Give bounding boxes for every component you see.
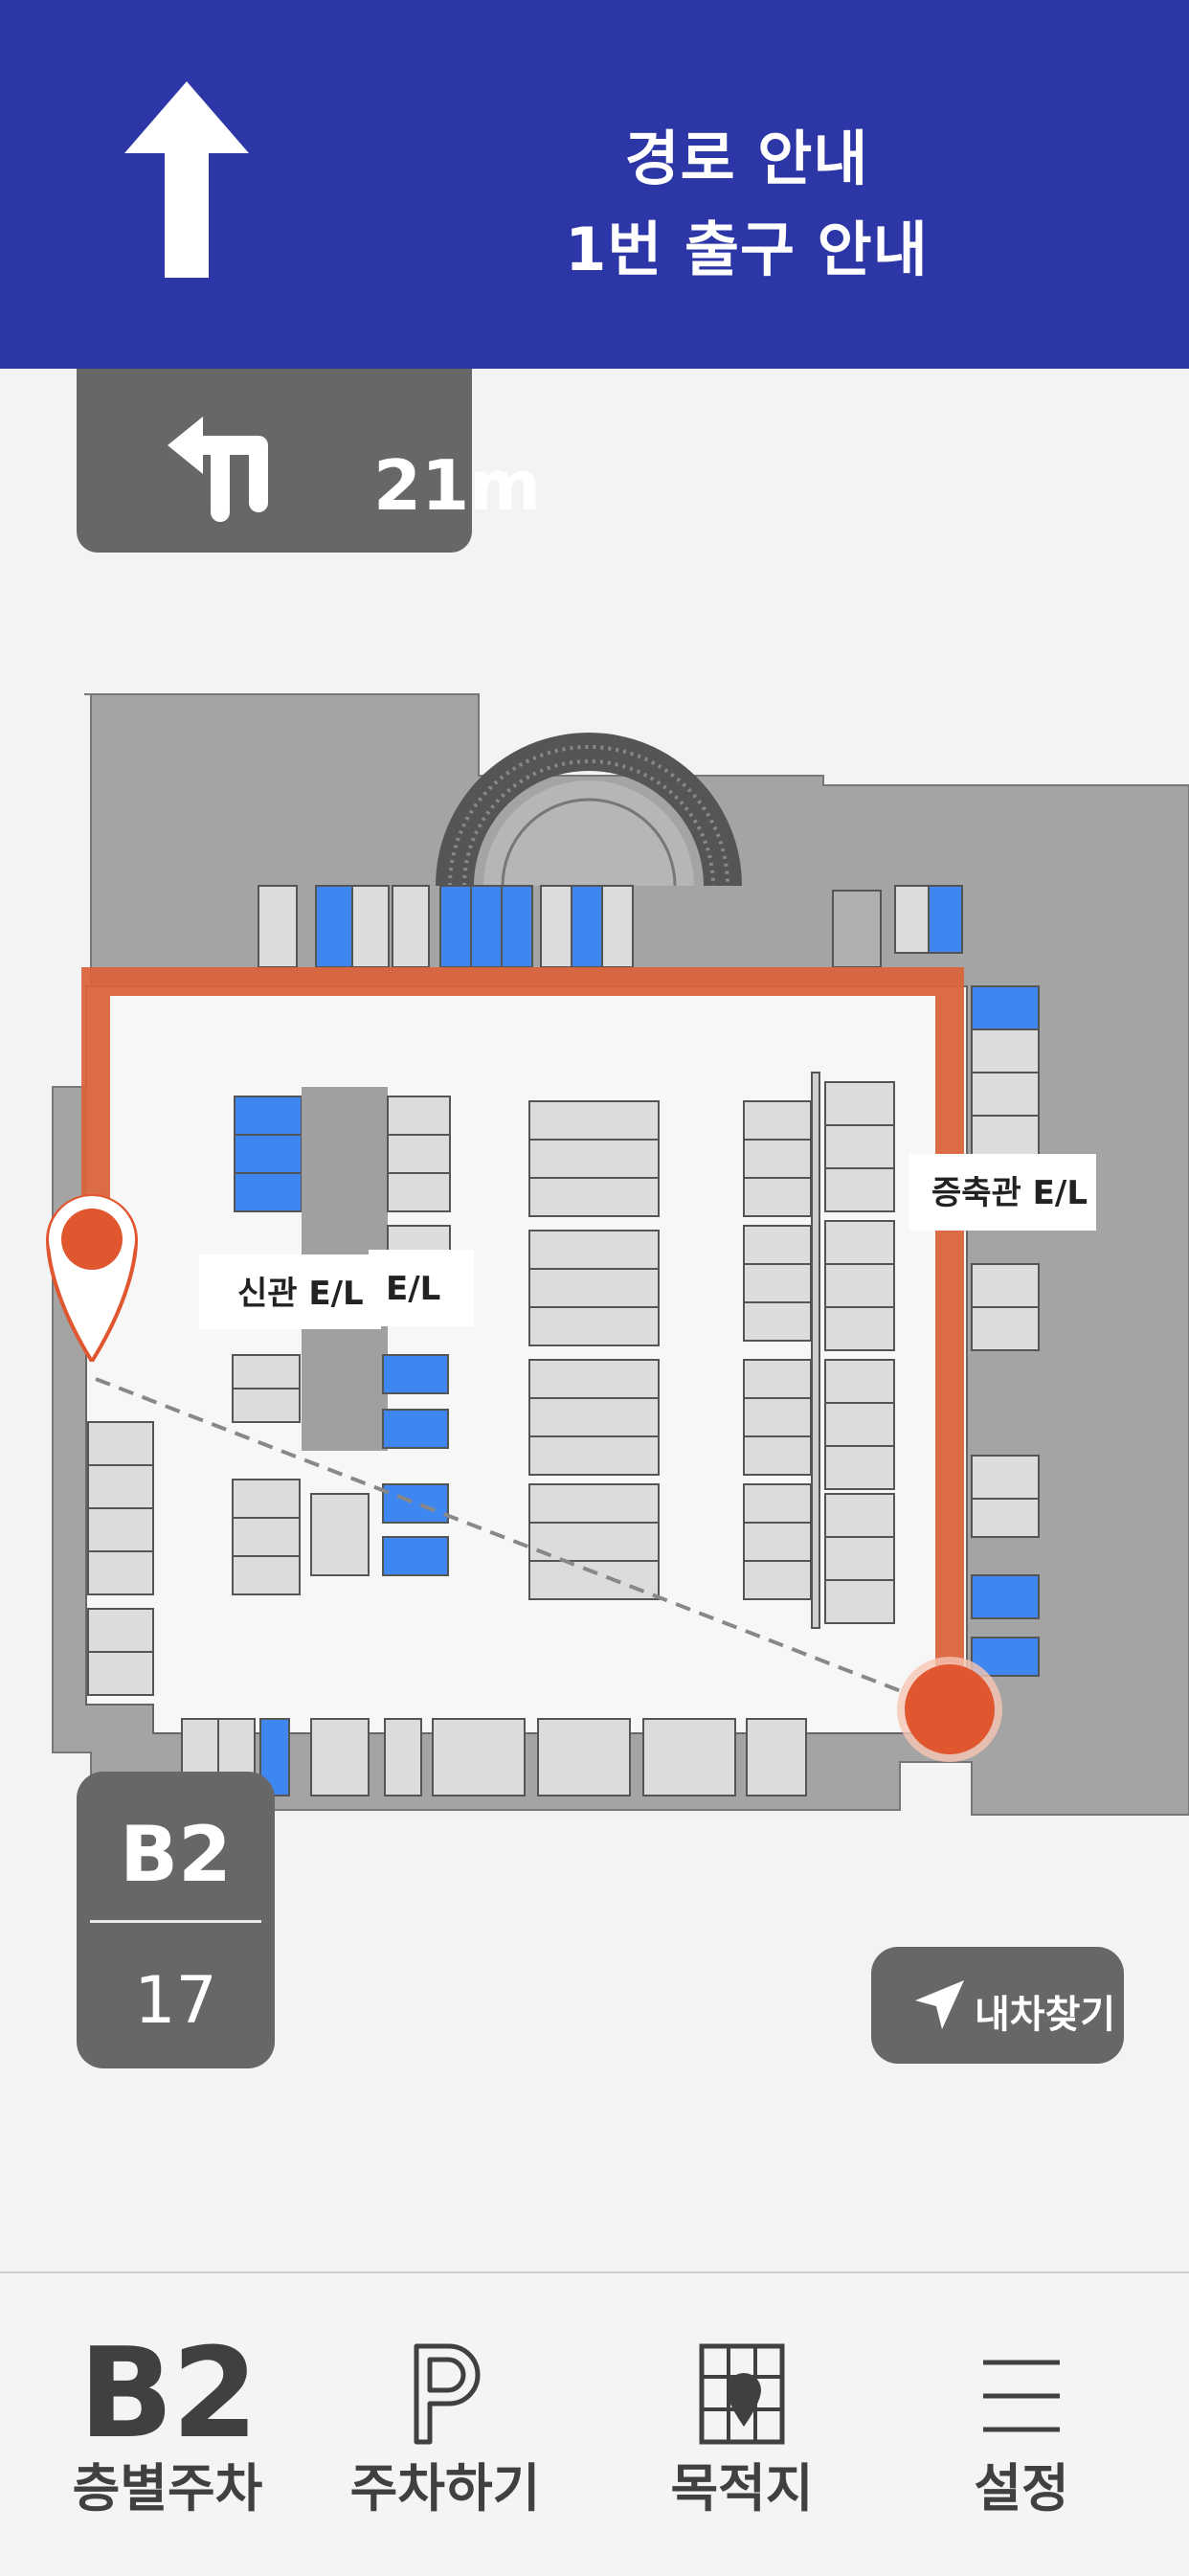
route-path (81, 967, 964, 1705)
navigation-arrow-icon (915, 1980, 964, 2029)
nav-parking-label: 주차하기 (349, 2458, 541, 2519)
slot-block-b (528, 1100, 660, 1600)
route-guide-header: 경로 안내 1번 출구 안내 (0, 0, 1189, 369)
straight-arrow-icon (124, 81, 249, 278)
turn-instruction: 21m (77, 369, 541, 553)
floor-count: 17 (134, 1963, 217, 2039)
label-extension-el: 증축관 E/L (909, 1154, 1096, 1231)
start-location-pin-icon (45, 1194, 139, 1362)
parking-p-icon (414, 2343, 481, 2445)
route-guide-title: 경로 안내 (624, 124, 869, 193)
floor-divider (90, 1920, 261, 1923)
svg-text:신관 E/L: 신관 E/L (237, 1275, 364, 1313)
current-floor-indicator[interactable]: B2 17 (77, 1772, 275, 2068)
turn-left-arrow-icon (168, 417, 268, 522)
direct-distance-line (95, 1377, 949, 1711)
nav-destination[interactable]: 목적지 (594, 2273, 890, 2576)
ramp (436, 733, 742, 887)
destination-marker-icon (897, 1657, 1002, 1762)
parking-map[interactable]: 신관 E/L E/L 증축관 E/L (0, 670, 1189, 1877)
floor-name: B2 (120, 1810, 232, 1899)
left-slot-column (87, 1421, 154, 1696)
find-my-car-button[interactable]: 내차찾기 (871, 1947, 1124, 2064)
nav-floor-parking-label: 층별주차 (72, 2458, 263, 2519)
top-slot-row (258, 885, 963, 968)
destination-map-icon (699, 2343, 785, 2445)
svg-text:증축관 E/L: 증축관 E/L (931, 1174, 1088, 1212)
slot-block-c (743, 1072, 895, 1629)
find-my-car-label: 내차찾기 (975, 1993, 1116, 2037)
nav-settings[interactable]: 설정 (873, 2273, 1170, 2576)
exit-guide-subtitle: 1번 출구 안내 (565, 215, 929, 284)
turn-distance: 21m (373, 445, 542, 526)
nav-settings-label: 설정 (974, 2458, 1069, 2519)
floor-b2-icon: B2 (79, 2320, 258, 2466)
label-new-building-el: 신관 E/L E/L (199, 1250, 474, 1329)
right-slot-column (971, 985, 1040, 1677)
hamburger-menu-icon (983, 2360, 1060, 2432)
nav-destination-label: 목적지 (670, 2458, 814, 2519)
nav-floor-parking[interactable]: B2 층별주차 (19, 2273, 316, 2576)
bottom-navigation: B2 층별주차 주차하기 목적지 (0, 2271, 1189, 2576)
bottom-slot-row (181, 1718, 807, 1796)
svg-text:E/L: E/L (386, 1270, 440, 1308)
nav-parking[interactable]: 주차하기 (297, 2273, 594, 2576)
